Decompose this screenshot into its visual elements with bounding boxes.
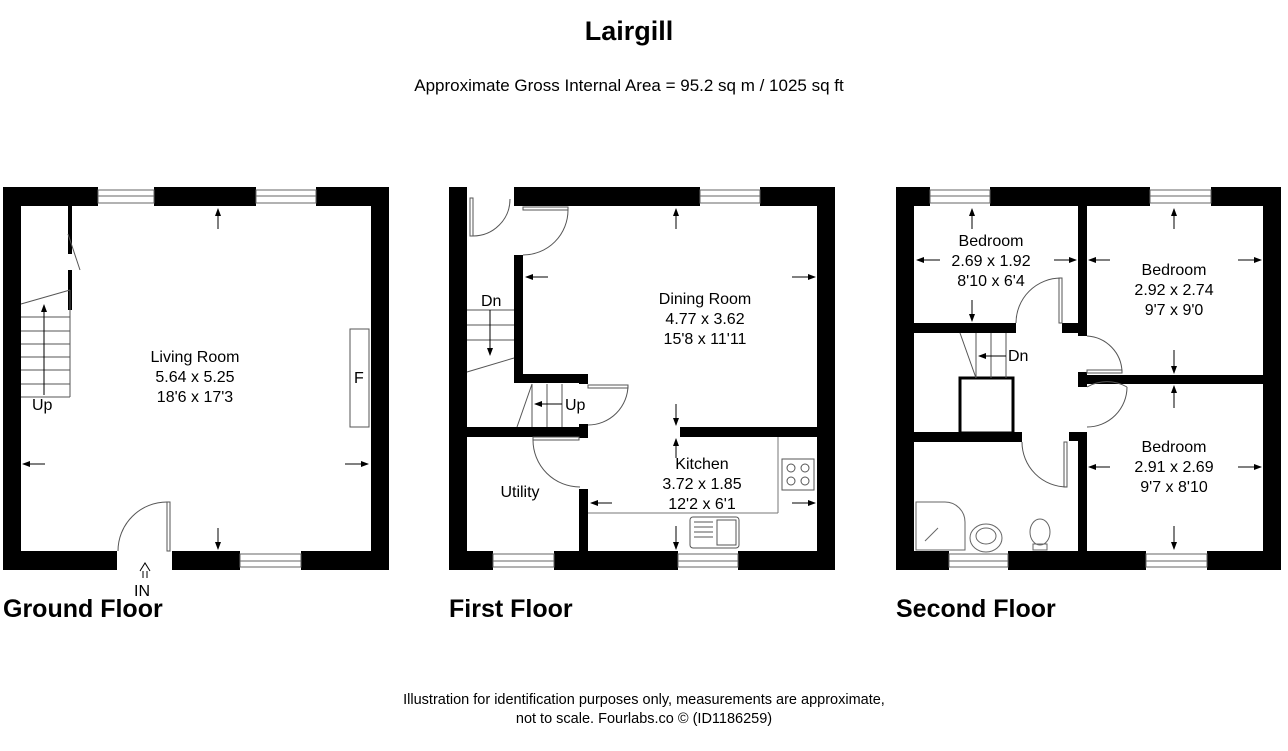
- room-label-utility: Utility: [500, 483, 539, 503]
- room-size-imperial: 9'7 x 8'10: [1140, 479, 1208, 496]
- hob-icon: [781, 458, 815, 491]
- room-name: Kitchen: [675, 456, 729, 473]
- room-name: Bedroom: [958, 233, 1024, 250]
- room-label-kitchen: Kitchen 3.72 x 1.85 12'2 x 6'1: [662, 455, 741, 515]
- room-name: Bedroom: [1141, 262, 1207, 279]
- ground-floor-plan: [3, 187, 389, 578]
- room-label-dining-room: Dining Room 4.77 x 3.62 15'8 x 11'11: [659, 290, 751, 350]
- room-label-bedroom-1: Bedroom 2.69 x 1.92 8'10 x 6'4: [951, 232, 1030, 292]
- basin-icon: [969, 523, 1003, 553]
- floor-label-second: Second Floor: [896, 595, 1056, 623]
- window-icon: [97, 189, 317, 568]
- stairs-icon: [20, 206, 81, 398]
- window-icon: [929, 189, 1212, 568]
- room-size-metric: 2.69 x 1.92: [951, 253, 1031, 270]
- kitchen-counter: [588, 437, 779, 514]
- room-size-metric: 4.77 x 3.62: [665, 311, 745, 328]
- window-icon: [492, 189, 761, 568]
- fireplace-icon: [349, 328, 370, 428]
- plan-title: Lairgill: [584, 16, 674, 46]
- disclaimer-line-2: not to scale. Fourlabs.co © (ID1186259): [515, 711, 773, 727]
- second-floor-plan: [896, 187, 1281, 570]
- room-size-imperial: 9'7 x 9'0: [1144, 302, 1204, 319]
- room-size-imperial: 8'10 x 6'4: [957, 273, 1025, 290]
- room-size-metric: 2.92 x 2.74: [1134, 282, 1214, 299]
- disclaimer: Illustration for identification purposes…: [0, 691, 1288, 729]
- room-size-metric: 2.91 x 2.69: [1134, 459, 1214, 476]
- room-size-imperial: 12'2 x 6'1: [668, 496, 736, 513]
- room-name: Dining Room: [658, 291, 752, 308]
- room-name: Bedroom: [1141, 439, 1207, 456]
- room-size-imperial: 18'6 x 17'3: [156, 389, 234, 406]
- entrance-door-icon: [117, 501, 171, 552]
- toilet-icon: [1029, 518, 1051, 551]
- sink-icon: [689, 516, 740, 549]
- entrance-label: IN: [134, 583, 150, 600]
- room-label-bedroom-2: Bedroom 2.92 x 2.74 9'7 x 9'0: [1134, 261, 1213, 321]
- gross-area: Approximate Gross Internal Area = 95.2 s…: [414, 76, 844, 95]
- door-icons: [469, 197, 629, 488]
- floor-label-ground: Ground Floor: [3, 595, 163, 623]
- stairs-up-label: Up: [565, 397, 586, 414]
- room-name: Utility: [500, 484, 540, 501]
- stairs-icon: [959, 332, 1007, 379]
- disclaimer-line-1: Illustration for identification purposes…: [403, 692, 885, 708]
- stairs-up-label: Up: [32, 397, 53, 414]
- stairs-down-label: Dn: [1008, 348, 1029, 365]
- floor-label-first: First Floor: [449, 595, 573, 623]
- room-label-bedroom-3: Bedroom 2.91 x 2.69 9'7 x 8'10: [1134, 438, 1213, 498]
- dimension-arrows: [22, 208, 369, 550]
- door-icons: [1015, 277, 1128, 488]
- entrance-arrow-icon: [139, 562, 151, 578]
- room-name: Living Room: [150, 349, 240, 366]
- fireplace-label: F: [354, 370, 364, 387]
- stairs-down-label: Dn: [481, 293, 502, 310]
- room-size-imperial: 15'8 x 11'11: [663, 331, 747, 348]
- room-size-metric: 5.64 x 5.25: [155, 369, 235, 386]
- room-label-living-room: Living Room 5.64 x 5.25 18'6 x 17'3: [151, 348, 240, 408]
- room-size-metric: 3.72 x 1.85: [662, 476, 742, 493]
- stairs-icon: [466, 309, 563, 428]
- shower-icon: [915, 501, 966, 551]
- first-floor-plan: [449, 187, 835, 570]
